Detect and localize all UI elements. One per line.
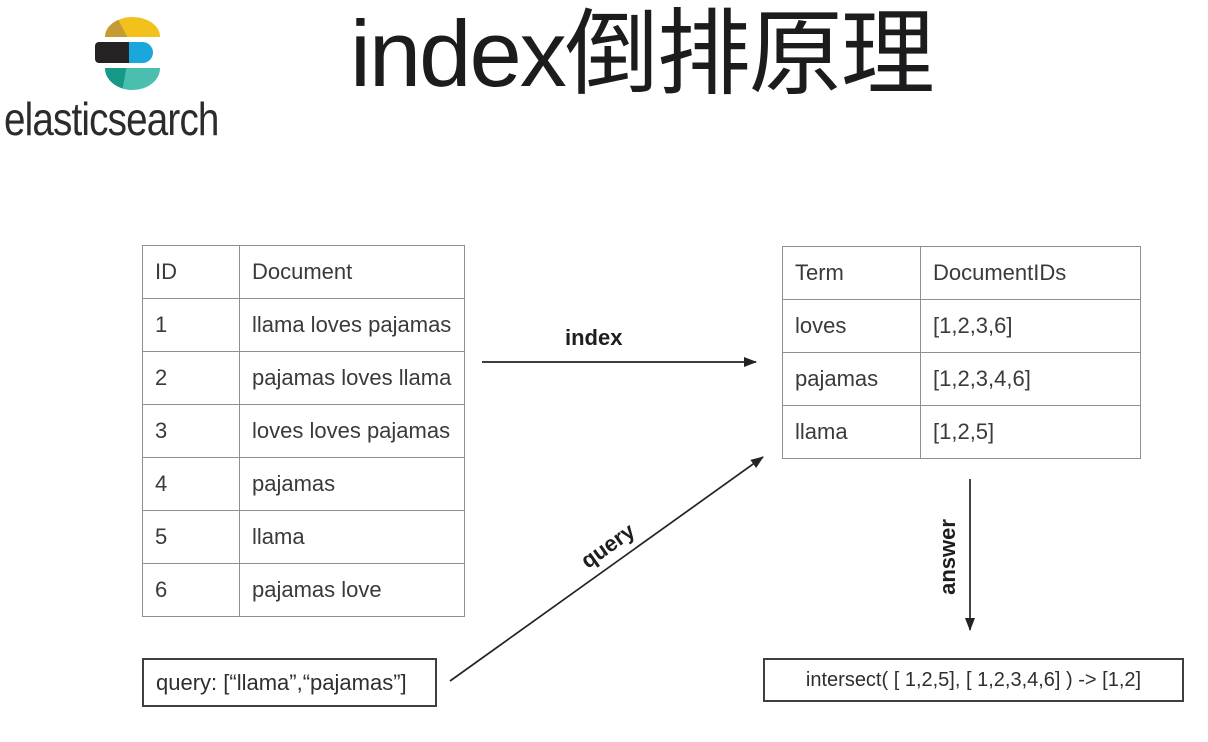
table-row: 5 llama	[142, 510, 465, 564]
cell-doc: llama loves pajamas	[239, 298, 465, 352]
table-header-row: Term DocumentIDs	[782, 246, 1141, 300]
page-title: index倒排原理	[350, 1, 935, 106]
query-box: query: [“llama”,“pajamas”]	[142, 658, 437, 707]
logo-middle-blue	[129, 42, 153, 63]
cell-ids: [1,2,3,4,6]	[920, 352, 1141, 406]
query-box-text: query: [“llama”,“pajamas”]	[156, 669, 407, 695]
column-header-documentids: DocumentIDs	[920, 246, 1141, 300]
cell-term: llama	[782, 405, 921, 459]
table-row: llama [1,2,5]	[782, 405, 1141, 459]
inverted-index-table: Term DocumentIDs loves [1,2,3,6] pajamas…	[782, 246, 1141, 459]
cell-id: 3	[142, 404, 240, 458]
cell-term: loves	[782, 299, 921, 353]
cell-ids: [1,2,3,6]	[920, 299, 1141, 353]
result-box-text: intersect( [ 1,2,5], [ 1,2,3,4,6] ) -> […	[805, 668, 1142, 691]
cell-doc: loves loves pajamas	[239, 404, 465, 458]
logo-bottom-slice	[105, 68, 160, 90]
cell-doc: llama	[239, 510, 465, 564]
query-arrow	[449, 456, 764, 682]
cell-term: pajamas	[782, 352, 921, 406]
elasticsearch-logo-icon	[95, 17, 160, 90]
table-row: 4 pajamas	[142, 457, 465, 511]
answer-arrow-label: answer	[935, 519, 960, 595]
cell-id: 2	[142, 351, 240, 405]
cell-id: 4	[142, 457, 240, 511]
table-row: 2 pajamas loves llama	[142, 351, 465, 405]
cell-id: 1	[142, 298, 240, 352]
column-header-id: ID	[142, 245, 240, 299]
table-header-row: ID Document	[142, 245, 465, 299]
cell-doc: pajamas love	[239, 563, 465, 617]
logo-wordmark: elasticsearch	[4, 93, 219, 145]
cell-ids: [1,2,5]	[920, 405, 1141, 459]
cell-id: 5	[142, 510, 240, 564]
documents-table: ID Document 1 llama loves pajamas 2 paja…	[142, 245, 465, 617]
table-row: 6 pajamas love	[142, 563, 465, 617]
cell-id: 6	[142, 563, 240, 617]
column-header-document: Document	[239, 245, 465, 299]
column-header-term: Term	[782, 246, 921, 300]
result-box: intersect( [ 1,2,5], [ 1,2,3,4,6] ) -> […	[763, 658, 1184, 702]
table-row: loves [1,2,3,6]	[782, 299, 1141, 353]
table-row: 1 llama loves pajamas	[142, 298, 465, 352]
table-row: pajamas [1,2,3,4,6]	[782, 352, 1141, 406]
cell-doc: pajamas	[239, 457, 465, 511]
table-row: 3 loves loves pajamas	[142, 404, 465, 458]
query-arrow-label: query	[576, 518, 640, 574]
cell-doc: pajamas loves llama	[239, 351, 465, 405]
logo-middle-black	[95, 42, 129, 63]
index-arrow-label: index	[565, 325, 623, 350]
logo-top-slice	[105, 17, 160, 37]
